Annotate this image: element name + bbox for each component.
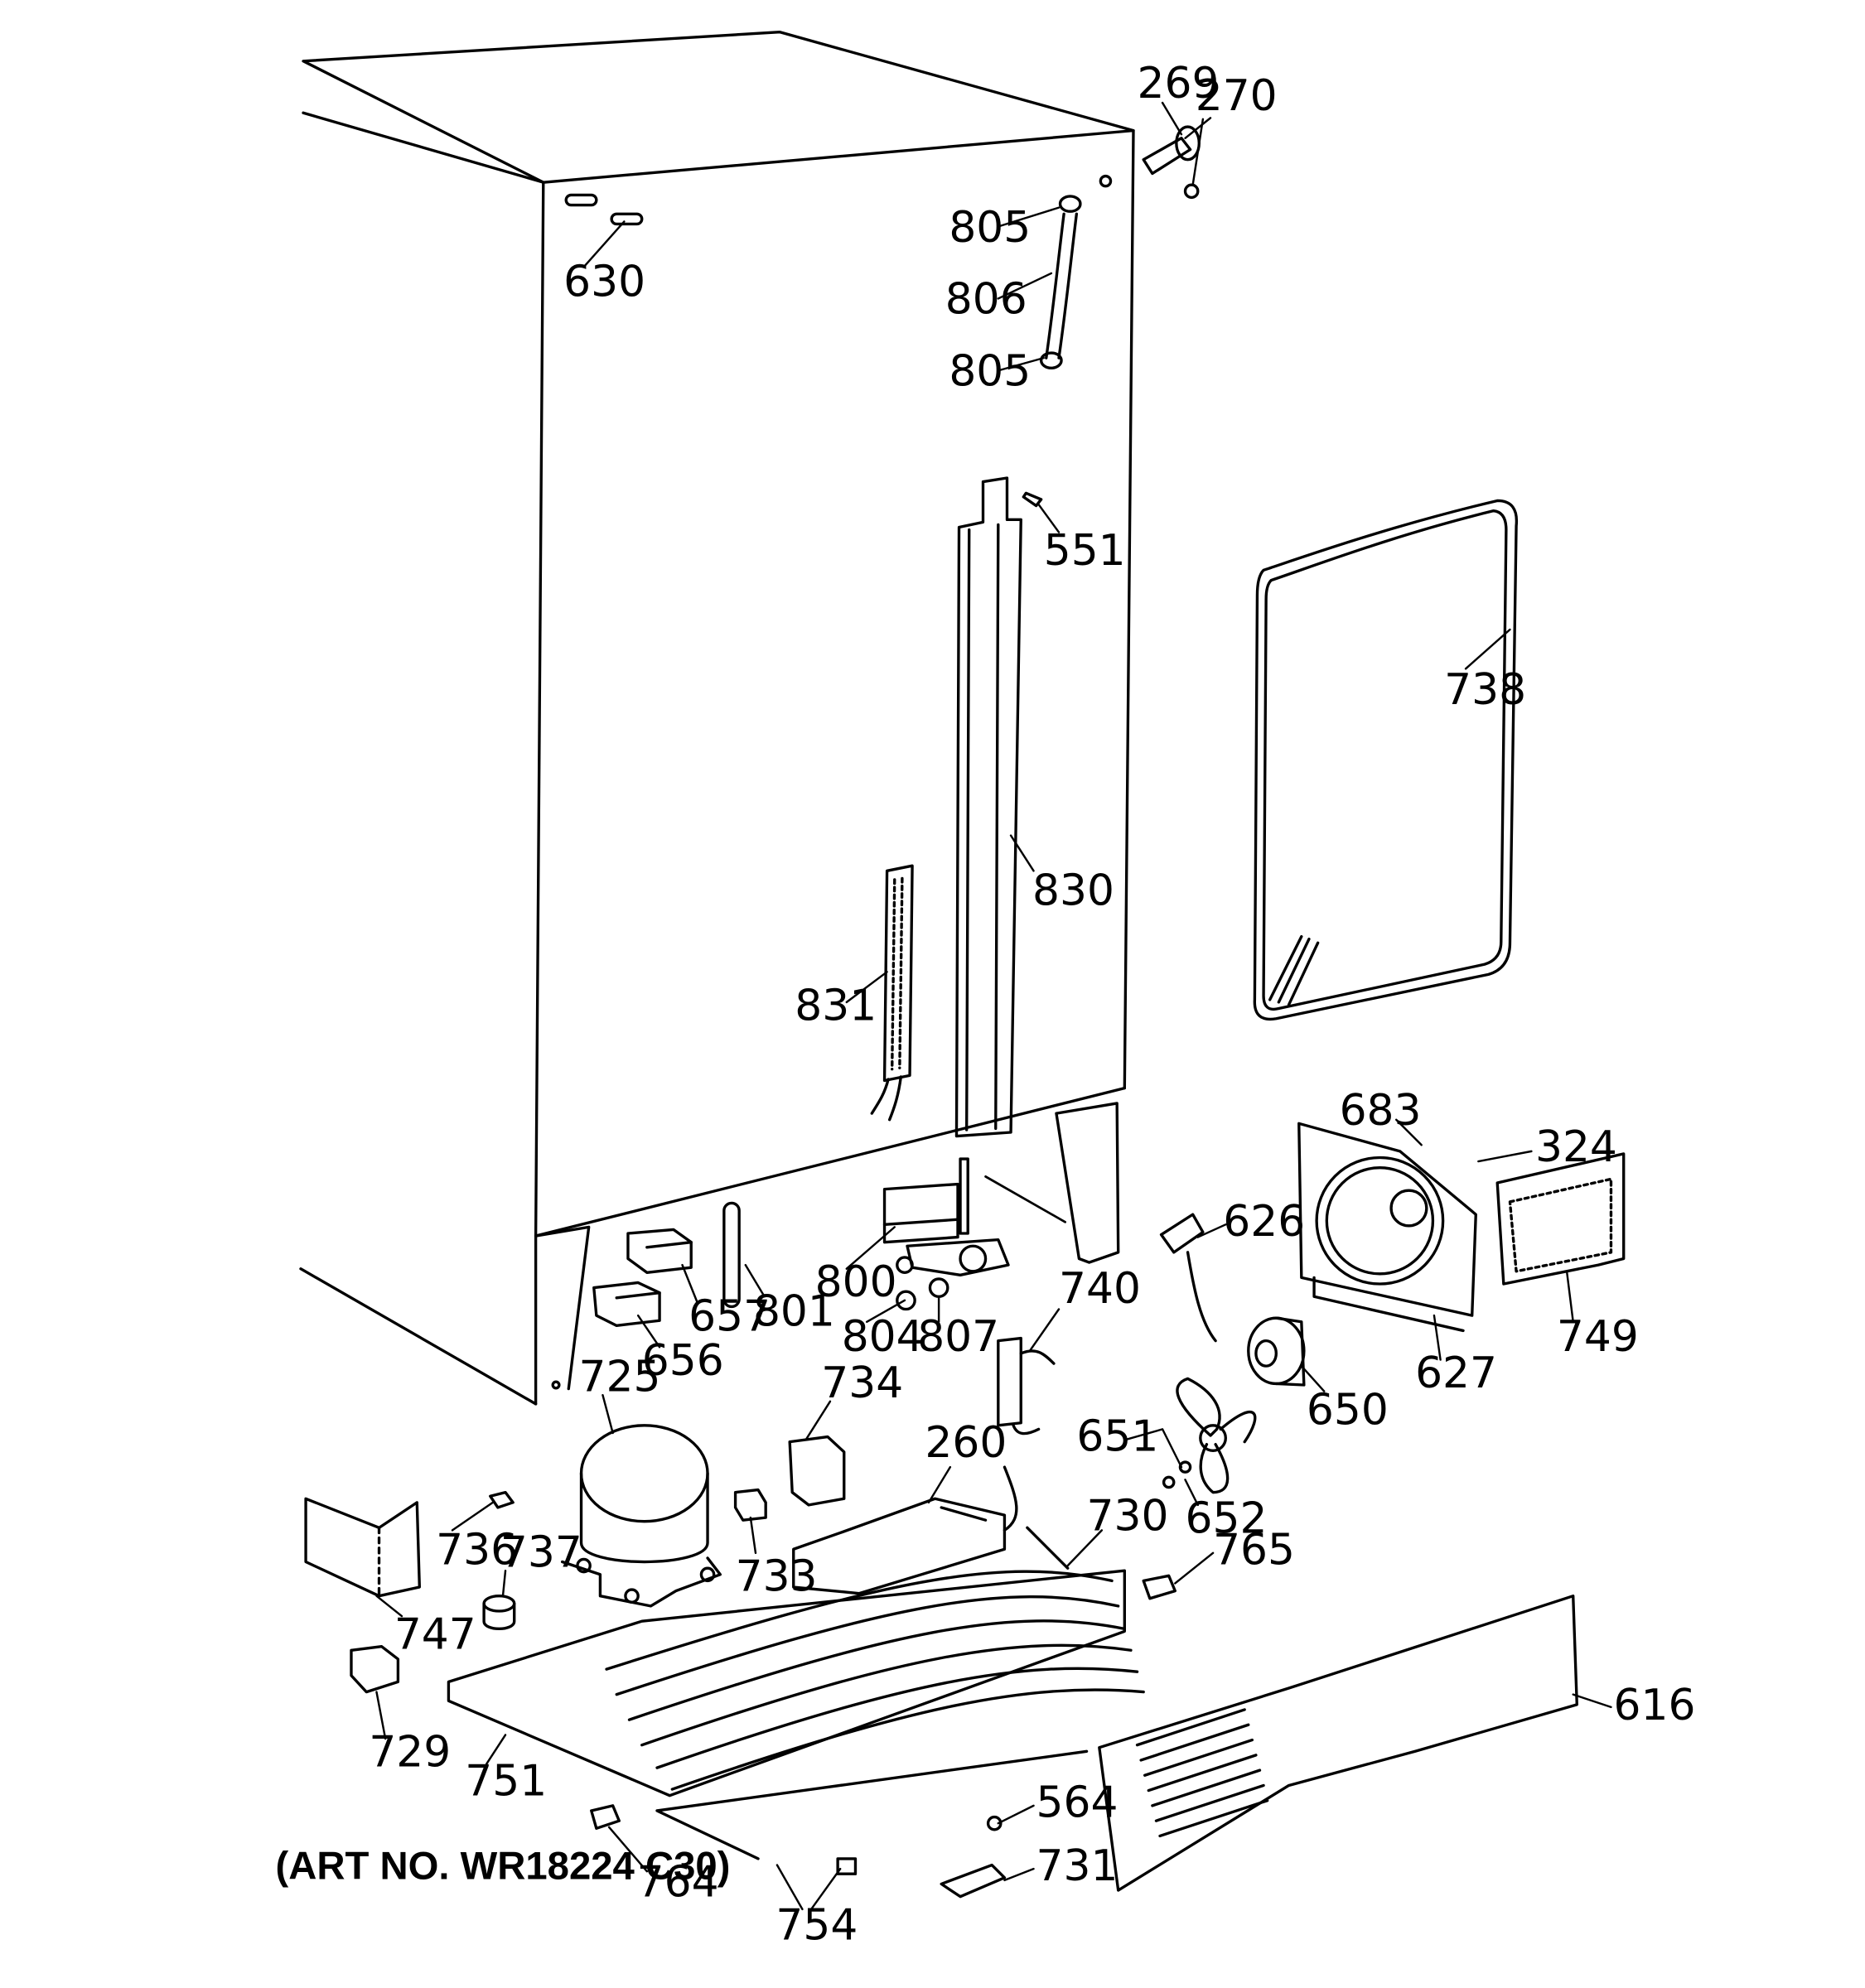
- art-number: (ART NO. WR18224 C30): [275, 1844, 730, 1888]
- clip-754: [836, 1857, 858, 1875]
- label-754: 754: [775, 1901, 858, 1951]
- bracket-731: [940, 1863, 1007, 1899]
- label-725: 725: [578, 1353, 660, 1402]
- shield-747: [304, 1497, 422, 1598]
- label-626: 626: [1223, 1197, 1305, 1247]
- bracket-656: [592, 1281, 661, 1328]
- label-616: 616: [1614, 1681, 1696, 1730]
- label-831: 831: [795, 981, 877, 1030]
- heater-831: [870, 864, 914, 1122]
- grille-616: [1098, 1595, 1578, 1892]
- label-564: 564: [1036, 1778, 1119, 1828]
- clip-736: [489, 1490, 515, 1509]
- label-731: 731: [1036, 1841, 1119, 1891]
- overload-733: [733, 1488, 767, 1522]
- label-733: 733: [736, 1552, 818, 1602]
- label-730: 730: [1087, 1491, 1169, 1541]
- label-651: 651: [1076, 1411, 1158, 1461]
- label-270: 270: [1196, 71, 1278, 121]
- condenser-730: [447, 1465, 1145, 1797]
- bracket-765: [1142, 1574, 1176, 1600]
- panel-754: [655, 1749, 1089, 1860]
- label-805-bottom: 805: [949, 347, 1031, 397]
- label-737: 737: [500, 1528, 582, 1578]
- label-738: 738: [1444, 665, 1526, 715]
- gasket-738: [1253, 499, 1519, 1021]
- label-765: 765: [1213, 1526, 1295, 1575]
- hose-806: [1039, 195, 1082, 370]
- label-650: 650: [1307, 1385, 1389, 1435]
- refrigerator-cabinet: [299, 30, 1135, 1406]
- label-747: 747: [394, 1610, 476, 1660]
- screw-551: [1022, 491, 1043, 508]
- capacitor-740: [997, 1336, 1056, 1436]
- water-valve-800: [882, 1157, 1010, 1311]
- label-324: 324: [1535, 1122, 1617, 1172]
- relay-734: [788, 1435, 846, 1507]
- label-736: 736: [436, 1526, 518, 1575]
- fan-motor-650: [1247, 1316, 1306, 1387]
- label-627: 627: [1415, 1349, 1497, 1398]
- label-830: 830: [1032, 866, 1114, 915]
- back-channel-830: [954, 476, 1022, 1138]
- label-630: 630: [563, 257, 645, 306]
- screw-564: [986, 1815, 1003, 1831]
- label-740: 740: [1059, 1264, 1141, 1314]
- fan-shroud-627: [1297, 1122, 1477, 1333]
- label-751: 751: [465, 1757, 547, 1807]
- label-656: 656: [642, 1336, 724, 1386]
- clip-764: [590, 1804, 621, 1830]
- fitting-269: [1142, 125, 1201, 200]
- part-labels: 269 270 630 805 806 805 551 738 830 831 …: [275, 59, 1695, 1951]
- label-804: 804: [842, 1312, 924, 1362]
- grommet-737: [482, 1595, 516, 1631]
- leader-lines: [375, 101, 1612, 1911]
- label-764: 764: [637, 1858, 719, 1908]
- label-806: 806: [945, 275, 1027, 325]
- power-cord-626: [1159, 1213, 1217, 1343]
- label-805-top: 805: [949, 203, 1031, 253]
- drain-pan-260: [792, 1497, 1007, 1595]
- label-652: 652: [1186, 1493, 1268, 1543]
- label-749: 749: [1557, 1312, 1639, 1362]
- label-269: 269: [1138, 59, 1220, 109]
- compressor-725: [560, 1424, 722, 1608]
- cover-749: [1495, 1152, 1626, 1286]
- label-734: 734: [821, 1358, 903, 1408]
- label-729: 729: [369, 1728, 451, 1778]
- label-800: 800: [815, 1257, 897, 1307]
- relay-729: [350, 1645, 400, 1694]
- label-260: 260: [925, 1418, 1007, 1468]
- label-657: 657: [689, 1291, 771, 1341]
- label-551: 551: [1044, 526, 1126, 576]
- label-807: 807: [917, 1312, 999, 1362]
- leg-bracket: [1055, 1102, 1120, 1264]
- fan-blade-651: [1162, 1377, 1257, 1494]
- bracket-657: [626, 1228, 693, 1274]
- label-683: 683: [1340, 1086, 1422, 1136]
- tube-801: [722, 1201, 741, 1309]
- label-801: 801: [753, 1286, 835, 1336]
